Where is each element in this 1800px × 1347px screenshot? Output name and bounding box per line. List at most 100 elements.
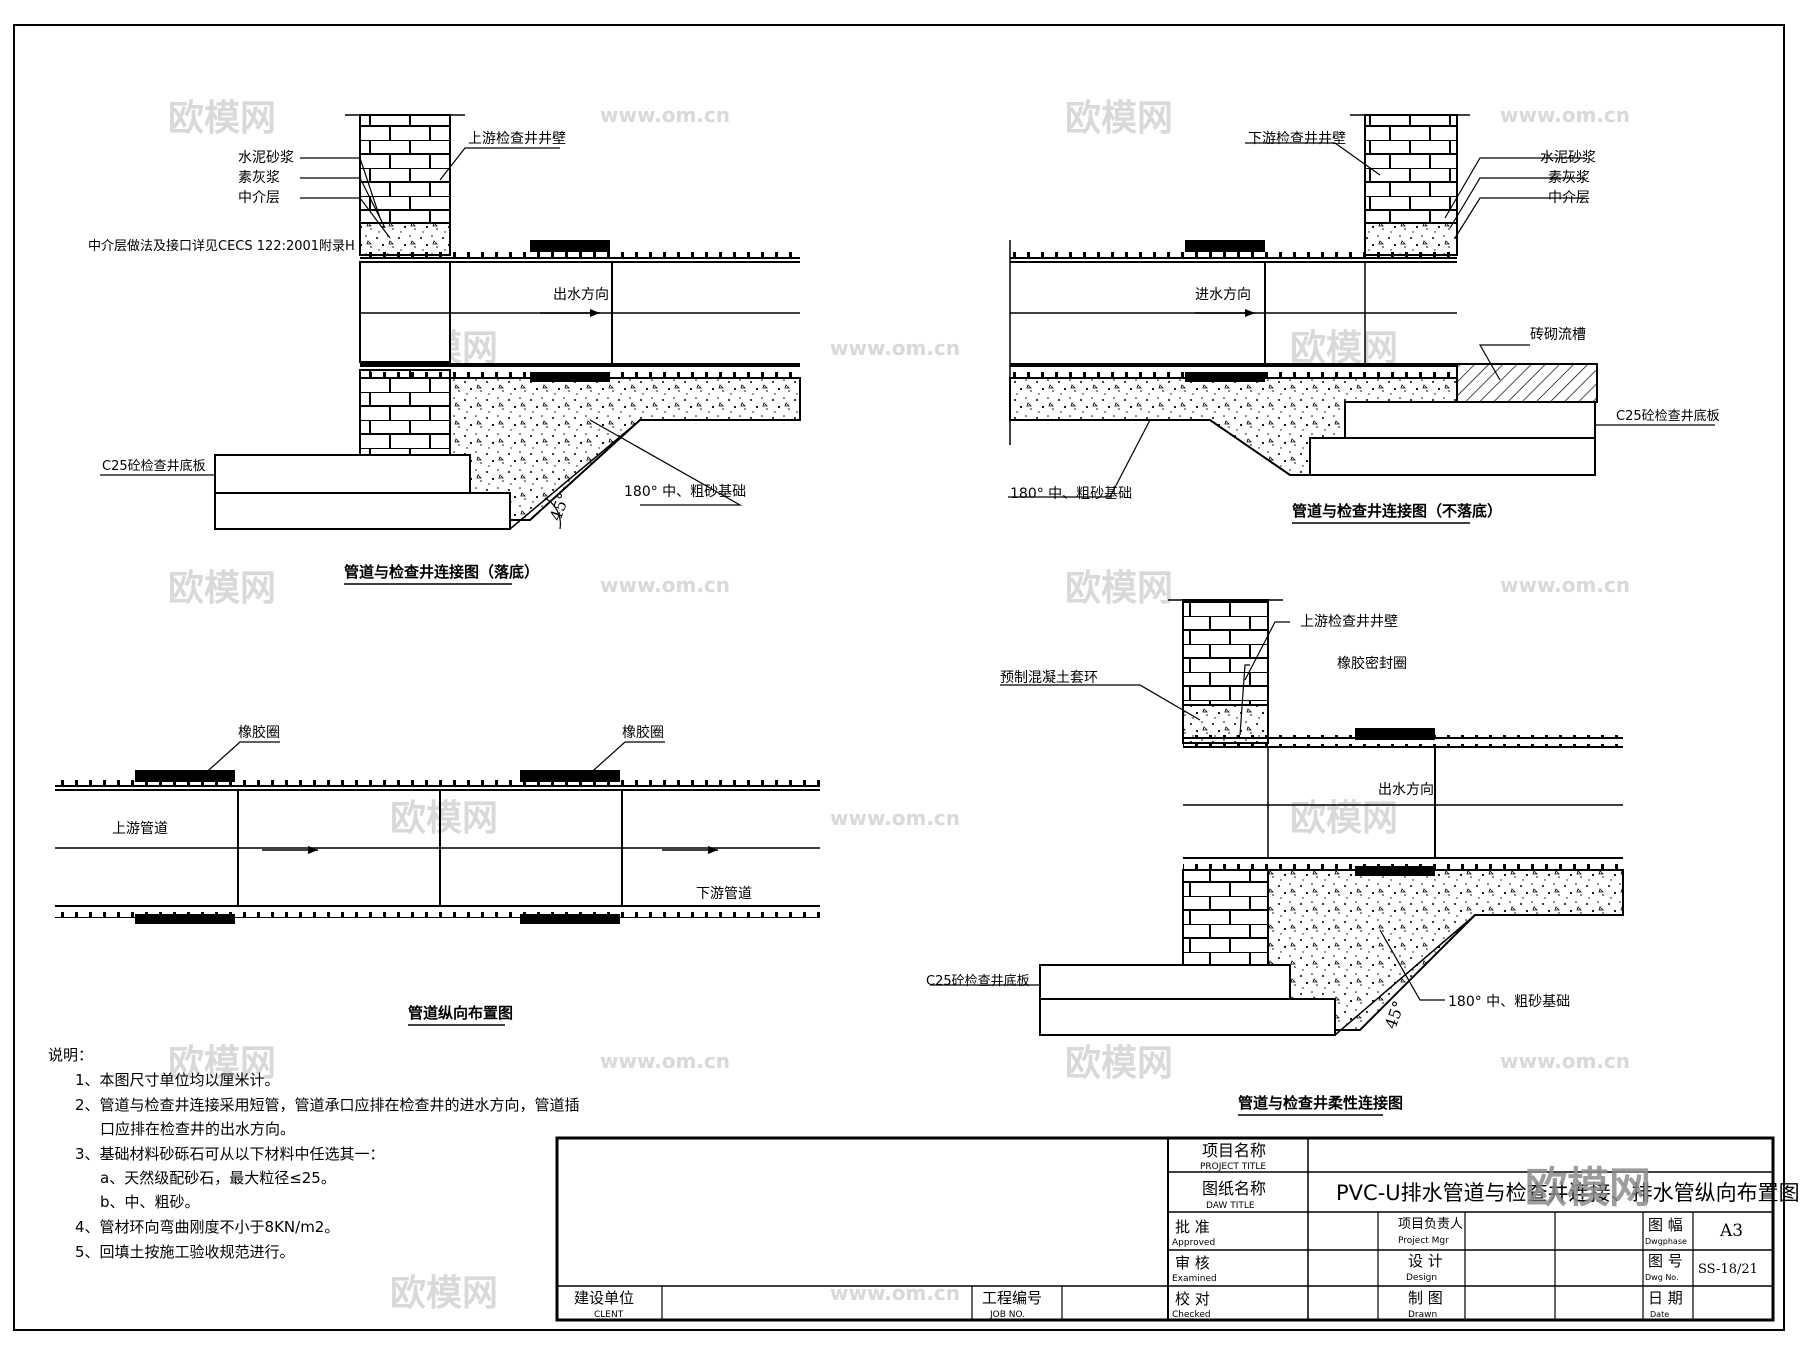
svg-text:欧模网: 欧模网 xyxy=(1290,798,1398,839)
label-foundation: 180° 中、粗砂基础 xyxy=(1010,485,1132,502)
detail-3-longitudinal-layout: 橡胶圈 橡胶圈 上游管道 下游管道 管道纵向布置图 xyxy=(55,724,820,1026)
label-ring-1: 橡胶圈 xyxy=(238,724,280,741)
manhole-wall-upper xyxy=(1182,599,1269,706)
label-mortar: 水泥砂浆 xyxy=(238,150,294,166)
label-base: C25砼检查井底板 xyxy=(926,973,1030,989)
note-line: 2、管道与检查井连接采用短管，管道承口应排在检查井的进水方向，管道插 xyxy=(75,1096,580,1114)
base-slab xyxy=(1344,401,1596,439)
dwgno-label: 图 号 xyxy=(1648,1252,1683,1270)
notes-heading: 说明： xyxy=(48,1046,93,1064)
note-line: b、中、粗砂。 xyxy=(100,1193,200,1211)
detail-1-drop-connection: 水泥砂浆 素灰浆 中介层 上游检查井井壁 中介层做法及接口详见CECS 122:… xyxy=(88,114,801,585)
client-label: 建设单位 xyxy=(574,1289,634,1307)
pm-label-en: Project Mgr xyxy=(1398,1236,1449,1246)
approved-label: 批 准 xyxy=(1175,1218,1210,1236)
drawing-title-label-en: DAW TITLE xyxy=(1206,1201,1255,1211)
manhole-wall-upper xyxy=(359,114,451,224)
label-wall: 下游检查井井壁 xyxy=(1248,131,1346,147)
pm-label: 项目负责人 xyxy=(1398,1217,1463,1232)
label-base: C25砼检查井底板 xyxy=(1616,408,1720,424)
label-wall: 上游检查井井壁 xyxy=(1300,614,1398,630)
svg-text:www.om.cn: www.om.cn xyxy=(600,103,730,127)
label-flow: 进水方向 xyxy=(1195,287,1251,303)
svg-text:欧模网: 欧模网 xyxy=(1065,1043,1173,1084)
pipe-corrugation-bottom xyxy=(360,364,800,378)
label-upstream: 上游管道 xyxy=(112,821,168,837)
project-title-label: 项目名称 xyxy=(1202,1141,1266,1160)
manhole-wall-lower xyxy=(359,369,451,461)
label-foundation: 180° 中、粗砂基础 xyxy=(624,483,746,500)
svg-text:欧模网: 欧模网 xyxy=(390,1273,498,1314)
date-label: 日 期 xyxy=(1648,1289,1683,1307)
note-line: 5、回填土按施工验收规范进行。 xyxy=(75,1243,295,1261)
drawn-label: 制 图 xyxy=(1408,1289,1443,1307)
brick-channel xyxy=(1456,363,1598,403)
svg-text:欧模网: 欧模网 xyxy=(168,568,276,609)
job-label: 工程编号 xyxy=(982,1289,1042,1307)
phase-value: A3 xyxy=(1719,1221,1743,1241)
label-foundation: 180° 中、粗砂基础 xyxy=(1448,993,1570,1010)
examined-label: 审 核 xyxy=(1175,1254,1210,1272)
drawing-title-label: 图纸名称 xyxy=(1202,1179,1266,1198)
label-base: C25砼检查井底板 xyxy=(102,458,206,474)
label-lime: 素灰浆 xyxy=(238,170,280,186)
label-medium: 中介层 xyxy=(238,190,280,206)
date-label-en: Date xyxy=(1650,1310,1669,1319)
detail-3-title: 管道纵向布置图 xyxy=(408,1004,513,1022)
label-channel: 砖砌流槽 xyxy=(1530,327,1586,343)
design-label-en: Design xyxy=(1406,1273,1437,1283)
label-downstream: 下游管道 xyxy=(696,886,752,902)
label-flow: 出水方向 xyxy=(1378,782,1434,798)
svg-text:欧模网: 欧模网 xyxy=(1065,98,1173,139)
notes-block: 说明： 1、本图尺寸单位均以厘米计。 2、管道与检查井连接采用短管，管道承口应排… xyxy=(48,1046,580,1261)
svg-text:www.om.cn: www.om.cn xyxy=(830,806,960,830)
svg-text:欧模网: 欧模网 xyxy=(168,1043,276,1084)
detail-4-title: 管道与检查井柔性连接图 xyxy=(1238,1094,1403,1112)
job-label-en: JOB NO. xyxy=(989,1310,1025,1320)
label-collar: 预制混凝土套环 xyxy=(1000,670,1098,686)
dwgno-value: SS-18/21 xyxy=(1698,1262,1758,1277)
detail-1-title: 管道与检查井连接图（落底） xyxy=(344,563,539,581)
label-flow: 出水方向 xyxy=(553,287,609,303)
label-ring-2: 橡胶圈 xyxy=(622,724,664,741)
svg-text:www.om.cn: www.om.cn xyxy=(830,336,960,360)
brand-logo: 欧模网 xyxy=(1525,1163,1651,1212)
phase-label-en: Dwgphase xyxy=(1645,1237,1687,1246)
checked-label: 校 对 xyxy=(1175,1290,1210,1308)
project-title-label-en: PROJECT TITLE xyxy=(1200,1162,1266,1172)
label-mortar: 水泥砂浆 xyxy=(1540,150,1596,166)
svg-text:www.om.cn: www.om.cn xyxy=(600,573,730,597)
svg-text:www.om.cn: www.om.cn xyxy=(1500,1049,1630,1073)
svg-text:www.om.cn: www.om.cn xyxy=(1500,573,1630,597)
note-line: 3、基础材料砂砾石可从以下材料中任选其一： xyxy=(75,1145,385,1163)
manhole-wall xyxy=(1364,114,1458,224)
examined-label-en: Examined xyxy=(1172,1274,1217,1284)
detail-2-nondrop-connection: 水泥砂浆 素灰浆 中介层 下游检查井井壁 进水方向 砖砌流槽 C25砼检查井底板… xyxy=(1008,114,1720,524)
detail-4-flexible-connection: 上游检查井井壁 橡胶密封圈 预制混凝土套环 出水方向 C25砼检查井底板 180… xyxy=(926,599,1624,1116)
checked-label-en: Checked xyxy=(1172,1310,1211,1320)
note-line: 1、本图尺寸单位均以厘米计。 xyxy=(75,1071,280,1089)
svg-text:www.om.cn: www.om.cn xyxy=(600,1049,730,1073)
detail-2-title: 管道与检查井连接图（不落底） xyxy=(1292,502,1502,520)
label-medium: 中介层 xyxy=(1548,190,1590,206)
svg-text:www.om.cn: www.om.cn xyxy=(1500,103,1630,127)
base-slab xyxy=(1039,964,1291,1000)
phase-label: 图 幅 xyxy=(1648,1216,1683,1234)
client-label-en: CLENT xyxy=(594,1310,624,1320)
drawing-name: PVC-U排水管道与检查井连接、排水管纵向布置图 xyxy=(1336,1181,1800,1205)
note-line: 4、管材环向弯曲刚度不小于8KN/m2。 xyxy=(75,1218,339,1236)
drawn-label-en: Drawn xyxy=(1408,1310,1437,1320)
svg-text:欧模网: 欧模网 xyxy=(390,798,498,839)
label-note: 中介层做法及接口详见CECS 122:2001附录H xyxy=(88,238,355,254)
design-label: 设 计 xyxy=(1408,1252,1443,1270)
dwgno-label-en: Dwg No. xyxy=(1645,1273,1679,1282)
svg-text:欧模网: 欧模网 xyxy=(168,98,276,139)
pipe-corrugation-top xyxy=(360,248,800,262)
svg-text:欧模网: 欧模网 xyxy=(1065,568,1173,609)
note-line: a、天然级配砂石，最大粒径≤25。 xyxy=(100,1169,336,1187)
svg-text:欧模网: 欧模网 xyxy=(1290,328,1398,369)
svg-text:www.om.cn: www.om.cn xyxy=(830,1281,960,1305)
title-block: 项目名称 PROJECT TITLE 图纸名称 DAW TITLE PVC-U排… xyxy=(555,1136,1800,1322)
base-slab xyxy=(214,454,471,494)
